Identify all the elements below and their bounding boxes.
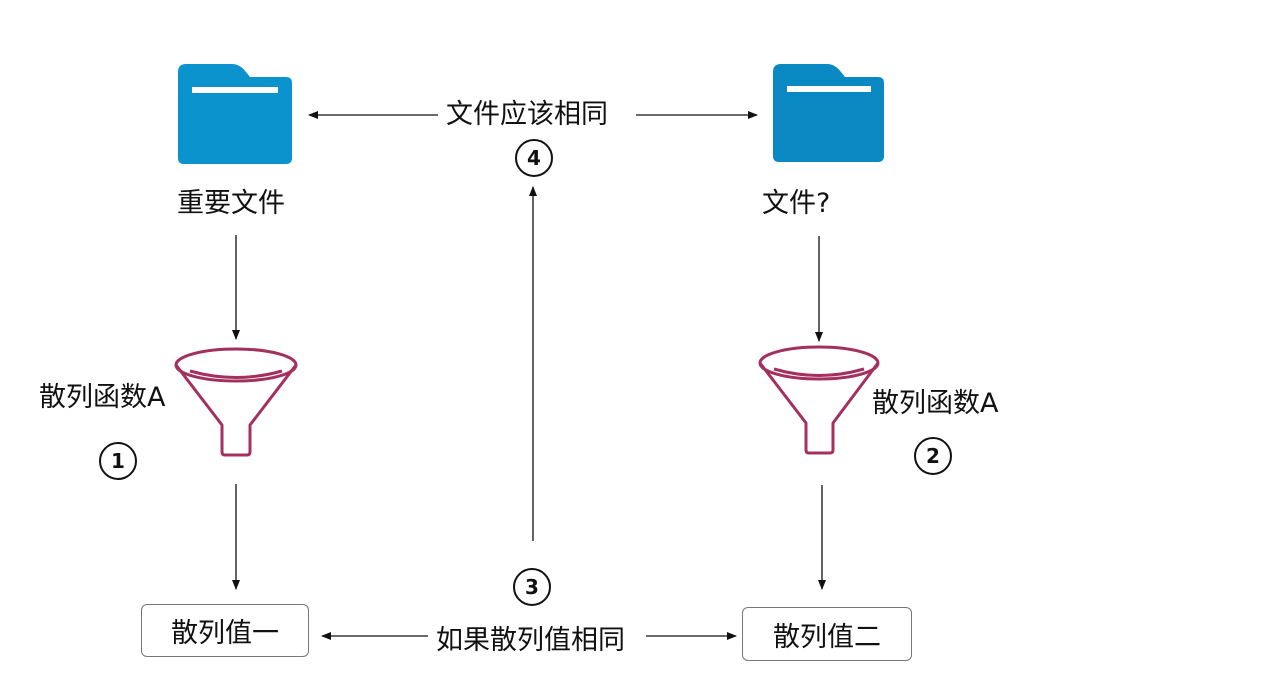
label-if-hashes-match: 如果散列值相同 (436, 625, 625, 656)
folder-icon-left (178, 64, 292, 164)
funnel-icon-left (174, 347, 298, 457)
label-hash-function-left: 散列函数A (39, 382, 166, 413)
label-important-file: 重要文件 (177, 188, 285, 219)
step-badge-3: 3 (513, 568, 551, 606)
step-badge-4: 4 (515, 139, 553, 177)
folder-icon-right (773, 64, 884, 162)
step-badge-1: 1 (99, 442, 137, 480)
step-badge-2: 2 (914, 437, 952, 475)
hash-value-box-right: 散列值二 (742, 607, 912, 661)
label-files-should-match: 文件应该相同 (446, 99, 608, 130)
hash-value-box-left: 散列值一 (141, 604, 309, 657)
label-file-question: 文件? (762, 188, 831, 219)
label-hash-function-right: 散列函数A (872, 388, 999, 419)
funnel-icon-right (758, 345, 880, 455)
